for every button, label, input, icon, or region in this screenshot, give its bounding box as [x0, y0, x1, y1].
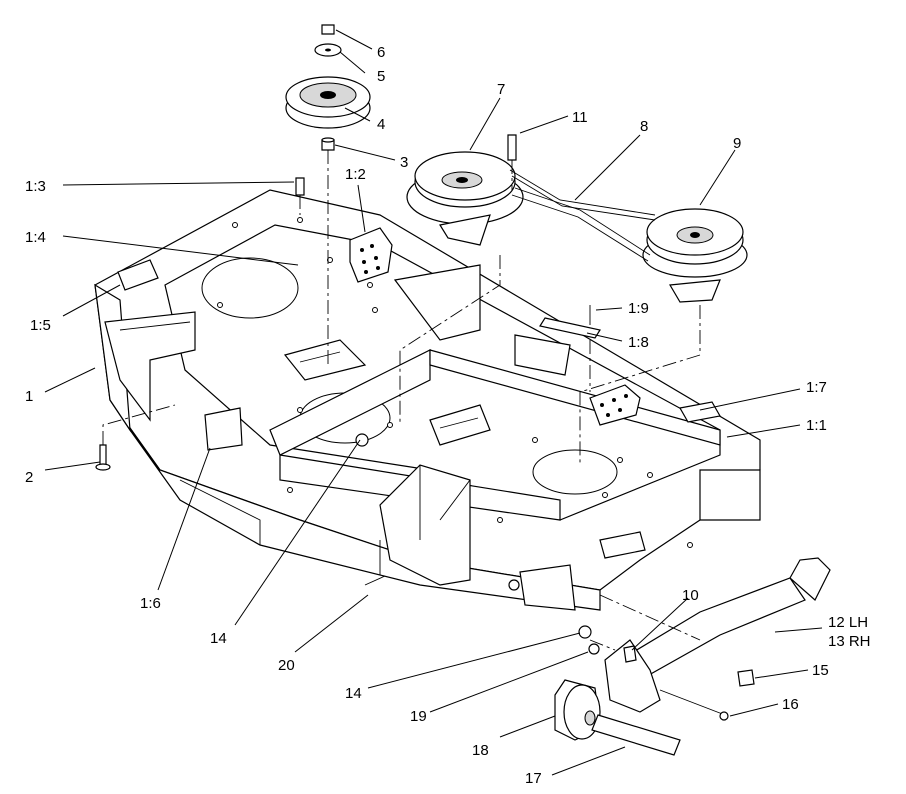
right-pulley-assembly	[642, 208, 748, 303]
callout-20: 20	[278, 657, 295, 674]
callout-4: 4	[377, 116, 385, 133]
blade-opening-left	[201, 257, 299, 319]
decal-1-5	[117, 259, 159, 291]
callout-1-8: 1:8	[628, 334, 649, 351]
callout-17: 17	[525, 770, 542, 787]
callout-11: 11	[572, 109, 588, 126]
pin-20	[364, 575, 386, 586]
nut-19	[588, 643, 600, 655]
center-pulley-assembly	[285, 24, 371, 151]
belt-8	[509, 169, 656, 262]
callout-1-7: 1:7	[806, 379, 827, 396]
idler-bracket	[393, 264, 481, 341]
blade-opening-right	[532, 449, 618, 495]
callout-1-9: 1:9	[628, 300, 649, 317]
spring-bracket	[514, 334, 571, 376]
bolt-1-3	[295, 177, 305, 196]
bolt-16	[659, 689, 726, 716]
callout-1-1: 1:1	[806, 417, 827, 434]
callout-2: 2	[25, 469, 33, 486]
leader-lines	[44, 29, 823, 776]
callout-3: 3	[400, 154, 408, 171]
callout-10: 10	[682, 587, 699, 604]
decal-1-6	[204, 407, 243, 451]
callout-15: 15	[812, 662, 829, 679]
callout-18: 18	[472, 742, 489, 759]
bolt-2	[95, 444, 111, 471]
roller-18	[554, 679, 601, 741]
callout-1-6: 1:6	[140, 595, 161, 612]
bolt-10	[623, 645, 637, 663]
decal-front	[599, 531, 646, 559]
nut-6	[321, 24, 335, 35]
plate-1-8	[539, 317, 601, 339]
callout-9: 9	[733, 135, 741, 152]
alignment-lines	[102, 150, 701, 651]
callout-14-upper: 14	[210, 630, 227, 647]
callout-labels: 6 5 4 3 7 11 8 9 1:3 1:2 1:4 1:5 1 2 1:6…	[25, 44, 871, 787]
arm-12-13	[604, 557, 831, 713]
decal-1-7	[679, 401, 721, 423]
callout-5: 5	[377, 68, 385, 85]
callout-14-lower: 14	[345, 685, 362, 702]
bolt-15	[737, 669, 755, 687]
nut-14-lower	[578, 625, 592, 639]
callout-8: 8	[640, 118, 648, 135]
callout-12-lh: 12 LH	[828, 614, 868, 631]
callout-19: 19	[410, 708, 427, 725]
deck-housing	[94, 189, 761, 611]
callout-1-3: 1:3	[25, 178, 46, 195]
callout-1: 1	[25, 388, 33, 405]
spring-block-1-2	[349, 227, 393, 283]
slot-plate-left	[283, 339, 367, 381]
roller-bracket	[519, 564, 576, 611]
bolt-11	[507, 134, 517, 161]
nut-14-deck	[355, 433, 369, 447]
callout-13-rh: 13 RH	[828, 633, 871, 650]
axle-17	[591, 714, 681, 756]
callout-1-4: 1:4	[25, 229, 46, 246]
callout-1-5: 1:5	[30, 317, 51, 334]
caster-bracket-left	[104, 311, 196, 422]
spring-block-right	[589, 384, 641, 426]
deck-fastener-holes	[217, 217, 693, 548]
left-pulley-assembly	[406, 151, 524, 246]
callout-1-2: 1:2	[345, 166, 366, 183]
callout-7: 7	[497, 81, 505, 98]
slot-plate-right	[429, 404, 491, 446]
callout-16: 16	[782, 696, 799, 713]
callout-6: 6	[377, 44, 385, 61]
hitch-bracket	[379, 464, 471, 586]
